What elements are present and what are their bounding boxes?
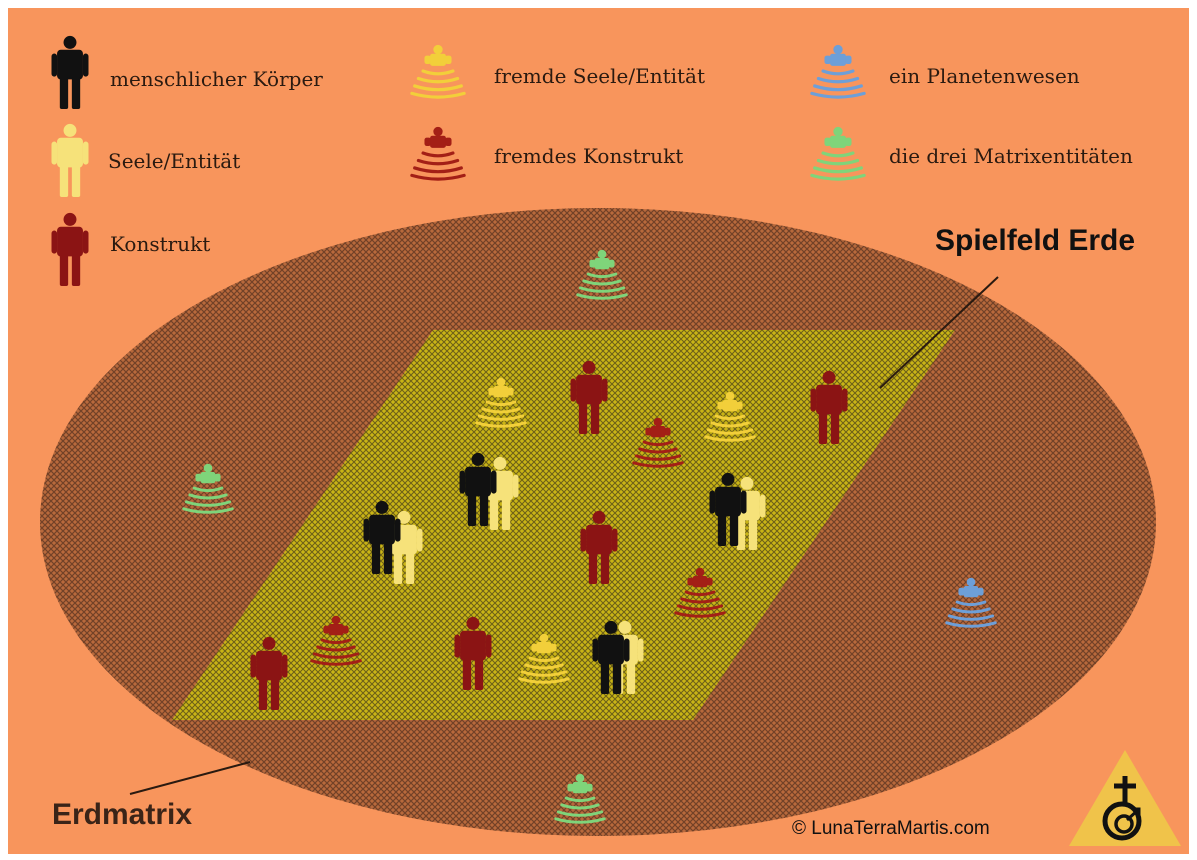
legend-label-foreign-construct: fremdes Konstrukt	[494, 144, 684, 168]
copyright-text: © LunaTerraMartis.com	[792, 818, 990, 839]
earth-matrix-pointer-line	[129, 761, 251, 795]
legend-label-matrix-entities: die drei Matrixentitäten	[889, 144, 1133, 168]
legend-label-foreign-soul: fremde Seele/Entität	[494, 64, 706, 88]
legend-label-construct: Konstrukt	[110, 232, 211, 256]
playing-field-label: Spielfeld Erde	[935, 224, 1136, 257]
legend-label-soul-entity: Seele/Entität	[108, 149, 241, 173]
playing-field-parallelogram	[172, 330, 955, 720]
earth-matrix-label: Erdmatrix	[52, 798, 193, 831]
playing-field-pointer-line	[879, 276, 999, 389]
mars-earth-symbol-icon	[1069, 750, 1181, 846]
legend-label-human-body: menschlicher Körper	[110, 67, 323, 91]
legend-label-planet-being: ein Planetenwesen	[889, 64, 1080, 88]
